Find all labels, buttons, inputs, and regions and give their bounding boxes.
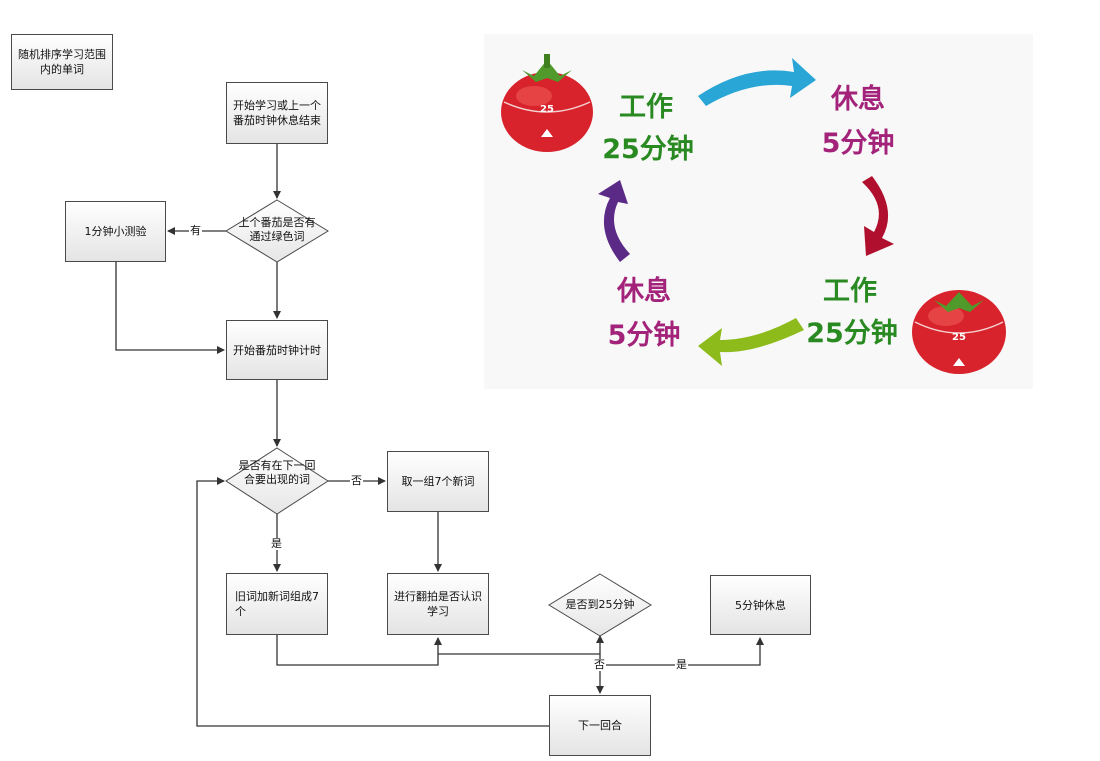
connector-decision3-to-rest bbox=[600, 637, 764, 666]
edge-label-shi-1: 是 bbox=[270, 537, 283, 550]
rest-duration-right: 5分钟 bbox=[821, 128, 895, 159]
arrow-blue bbox=[698, 58, 816, 106]
new-words-box: 取一组7个新词 bbox=[387, 451, 489, 512]
rest-label-right: 休息 bbox=[831, 84, 885, 115]
work-duration-bottom: 25分钟 bbox=[806, 318, 898, 349]
decision3-diamond bbox=[548, 573, 652, 637]
work-duration-top: 25分钟 bbox=[602, 134, 694, 165]
rest-duration-left: 5分钟 bbox=[607, 320, 681, 351]
rest-box: 5分钟休息 bbox=[710, 575, 811, 635]
old-plus-new-box: 旧词加新词组成7个 bbox=[226, 573, 328, 635]
pomodoro-cycle-panel: 25 25 工作 25分钟 休息 5分钟 工作 25分钟 休息 5分钟 bbox=[484, 34, 1033, 389]
start-box: 开始学习或上一个番茄时钟休息结束 bbox=[226, 82, 328, 144]
connector-quiz-to-timer bbox=[115, 262, 225, 354]
edge-label-you: 有 bbox=[189, 224, 202, 237]
arrow-purple bbox=[598, 180, 630, 262]
decision3-label: 是否到25分钟 bbox=[565, 598, 635, 611]
rest-label-left: 休息 bbox=[617, 276, 671, 307]
decision1-label: 上个番茄是否有通过绿色词 bbox=[238, 216, 316, 243]
connector-flip-to-decision3 bbox=[438, 635, 604, 655]
decision2-label: 是否有在下一回合要出现的词 bbox=[238, 459, 316, 486]
timer-number-2: 25 bbox=[952, 332, 966, 343]
edge-label-fou-1: 否 bbox=[350, 474, 363, 487]
work-label-top: 工作 bbox=[619, 92, 673, 123]
start-timer-box: 开始番茄时钟计时 bbox=[226, 320, 328, 380]
next-round-box: 下一回合 bbox=[549, 695, 651, 756]
arrow-red bbox=[862, 176, 894, 256]
decision2-diamond bbox=[225, 447, 329, 515]
arrow-green bbox=[698, 318, 804, 366]
connector-nextround-to-decision2 bbox=[196, 477, 549, 727]
pomodoro-graphics bbox=[501, 54, 1006, 374]
connector-oldnew-to-flip bbox=[276, 635, 442, 666]
scope-words-box: 随机排序学习范围内的单词 bbox=[11, 34, 113, 90]
flip-learn-box: 进行翻拍是否认识学习 bbox=[387, 573, 489, 635]
timer-number-1: 25 bbox=[540, 104, 554, 115]
decision1-diamond bbox=[225, 199, 329, 263]
work-label-bottom: 工作 bbox=[823, 276, 877, 307]
quiz-box: 1分钟小测验 bbox=[65, 201, 166, 262]
edge-label-fou-2: 否 bbox=[593, 658, 606, 671]
tomato-timer-icon bbox=[501, 54, 593, 152]
edge-label-shi-2: 是 bbox=[675, 658, 688, 671]
tomato-timer-icon-2 bbox=[912, 290, 1006, 374]
